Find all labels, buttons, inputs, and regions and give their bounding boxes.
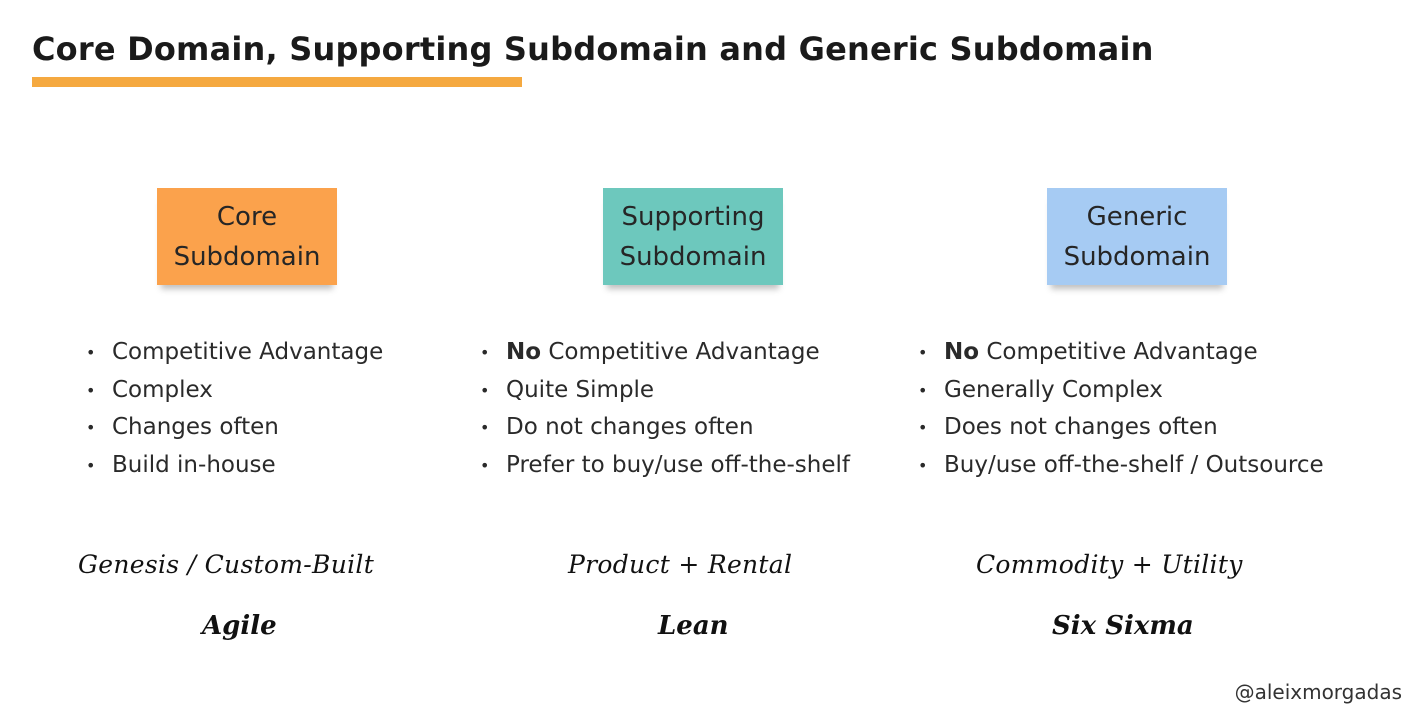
- sticky-supporting: Supporting Subdomain: [603, 188, 783, 285]
- list-item: Buy/use off-the-shelf / Outsource: [918, 447, 1324, 485]
- list-item: Does not changes often: [918, 409, 1324, 447]
- list-item: Generally Complex: [918, 372, 1324, 410]
- sticky-generic-line2: Subdomain: [1063, 241, 1211, 272]
- author-credit: @aleixmorgadas: [1234, 680, 1402, 704]
- sticky-core: Core Subdomain: [157, 188, 337, 285]
- sticky-core-line1: Core: [216, 201, 278, 232]
- method-label-supporting: Lean: [658, 611, 729, 641]
- list-item: Quite Simple: [480, 372, 850, 410]
- model-label-generic: Commodity + Utility: [976, 550, 1243, 579]
- sticky-generic-line1: Generic: [1086, 201, 1188, 232]
- sticky-core-line2: Subdomain: [173, 241, 321, 272]
- title-underline: [32, 77, 522, 87]
- method-label-generic: Six Sixma: [1052, 611, 1194, 641]
- sticky-generic: Generic Subdomain: [1047, 188, 1227, 285]
- list-item: Complex: [86, 372, 383, 410]
- list-item: No Competitive Advantage: [480, 334, 850, 372]
- bullet-list-generic: No Competitive Advantage Generally Compl…: [918, 334, 1324, 484]
- list-item: Do not changes often: [480, 409, 850, 447]
- model-label-supporting: Product + Rental: [568, 550, 793, 579]
- list-item: Competitive Advantage: [86, 334, 383, 372]
- list-item: Changes often: [86, 409, 383, 447]
- list-item: Build in-house: [86, 447, 383, 485]
- bullet-list-core: Competitive Advantage Complex Changes of…: [86, 334, 383, 484]
- bullet-list-supporting: No Competitive Advantage Quite Simple Do…: [480, 334, 850, 484]
- sticky-supporting-line1: Supporting: [621, 201, 765, 232]
- method-label-core: Agile: [202, 611, 277, 641]
- page-title: Core Domain, Supporting Subdomain and Ge…: [32, 30, 1154, 68]
- model-label-core: Genesis / Custom-Built: [78, 550, 375, 579]
- sticky-supporting-line2: Subdomain: [619, 241, 767, 272]
- list-item: No Competitive Advantage: [918, 334, 1324, 372]
- list-item: Prefer to buy/use off-the-shelf: [480, 447, 850, 485]
